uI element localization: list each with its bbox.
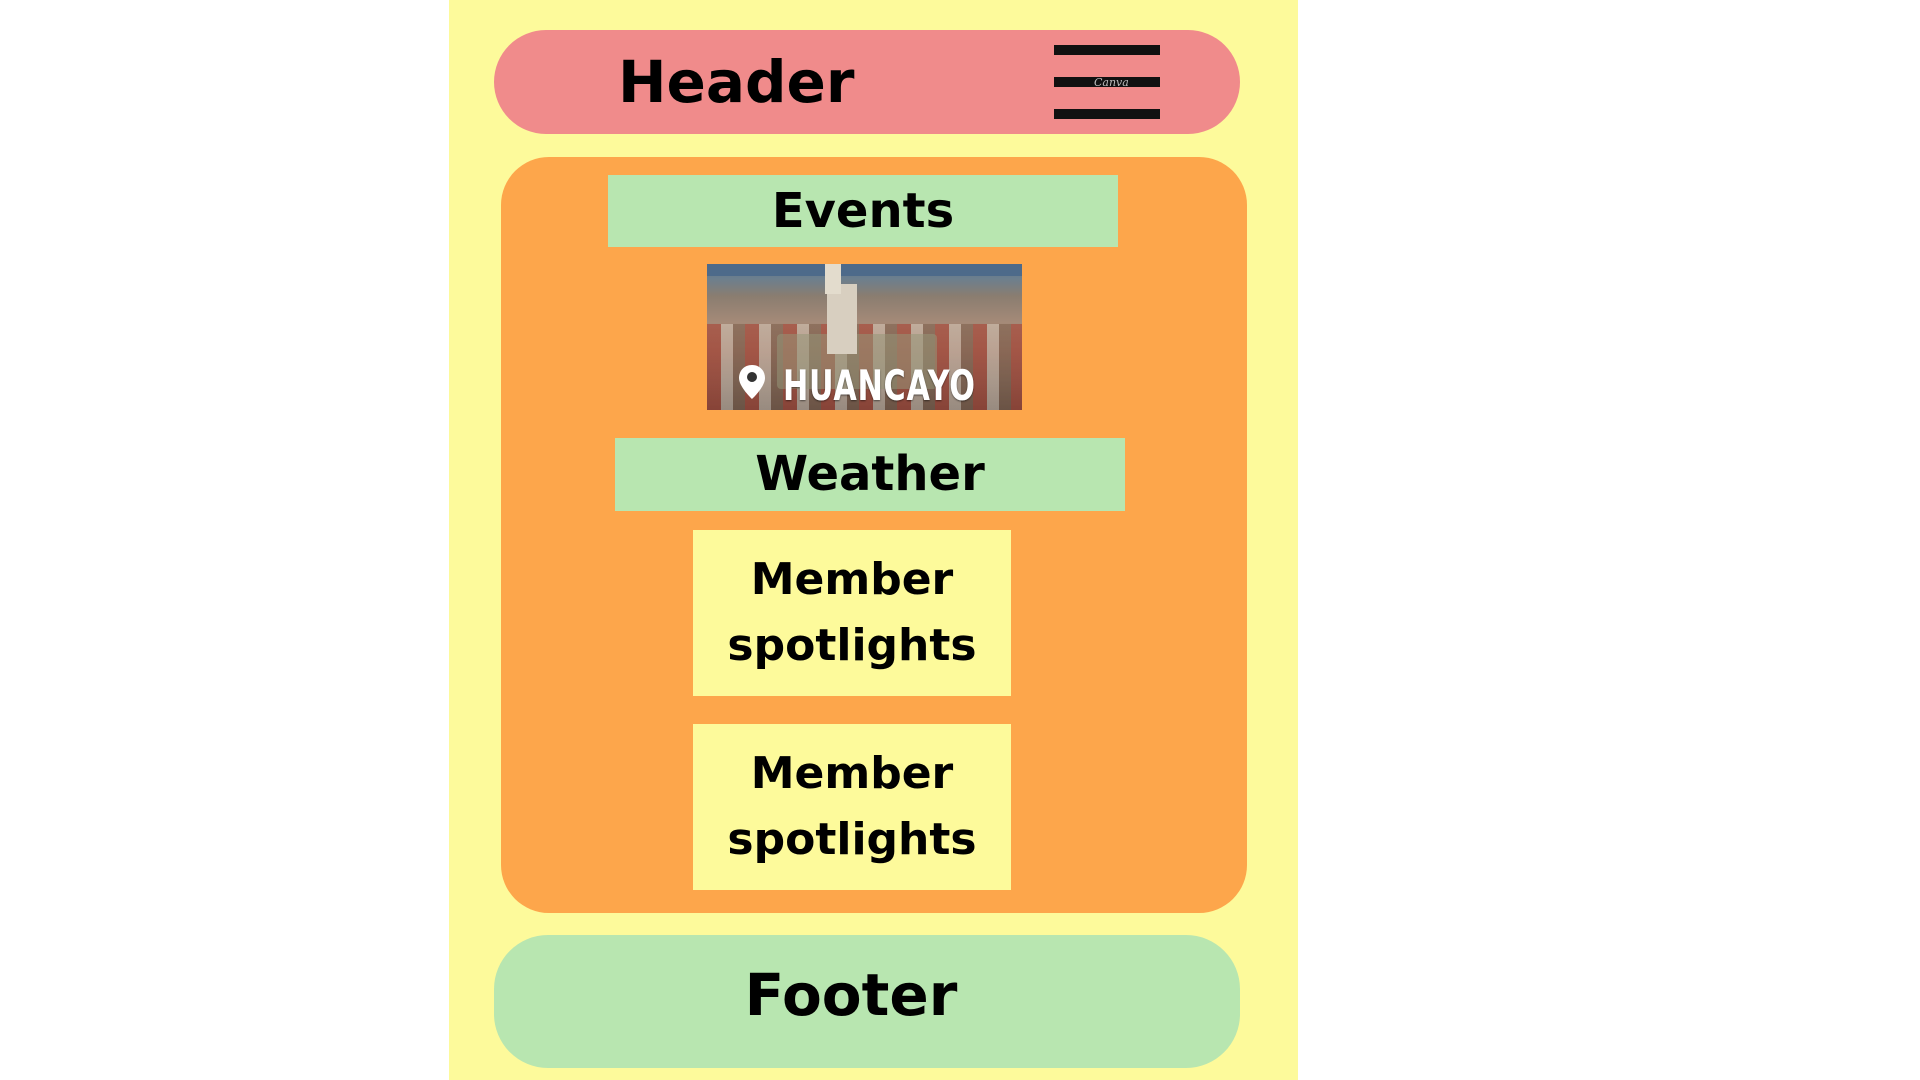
image-church [827,284,857,354]
watermark-text: Canva [1094,76,1129,89]
card-line: spotlights [727,620,977,671]
image-tower [825,264,841,294]
mobile-layout-frame: Header Canva Events HUANCAYO [449,0,1298,1080]
weather-label: Weather [615,438,1125,511]
map-pin-icon [739,365,765,399]
events-label: Events [608,175,1118,247]
card-line: Member [750,554,954,605]
footer-section: Footer [494,935,1240,1068]
header-title: Header [618,48,855,116]
card-text: Member spotlights [727,547,976,679]
card-line: Member [750,748,954,799]
image-caption: HUANCAYO [783,361,976,410]
menu-bar [1054,77,1160,87]
hamburger-menu-icon[interactable]: Canva [1054,45,1160,119]
menu-bar [1054,45,1160,55]
image-sky [707,264,1022,276]
main-content-section: Events HUANCAYO Weather Member spotlight… [501,157,1247,913]
member-spotlight-card: Member spotlights [693,724,1011,890]
footer-title: Footer [744,961,958,1029]
member-spotlight-card: Member spotlights [693,530,1011,696]
menu-bar [1054,109,1160,119]
card-text: Member spotlights [727,741,976,873]
header-section: Header Canva [494,30,1240,134]
huancayo-city-image: HUANCAYO [707,264,1022,410]
image-plaza [777,334,937,389]
card-line: spotlights [727,814,977,865]
